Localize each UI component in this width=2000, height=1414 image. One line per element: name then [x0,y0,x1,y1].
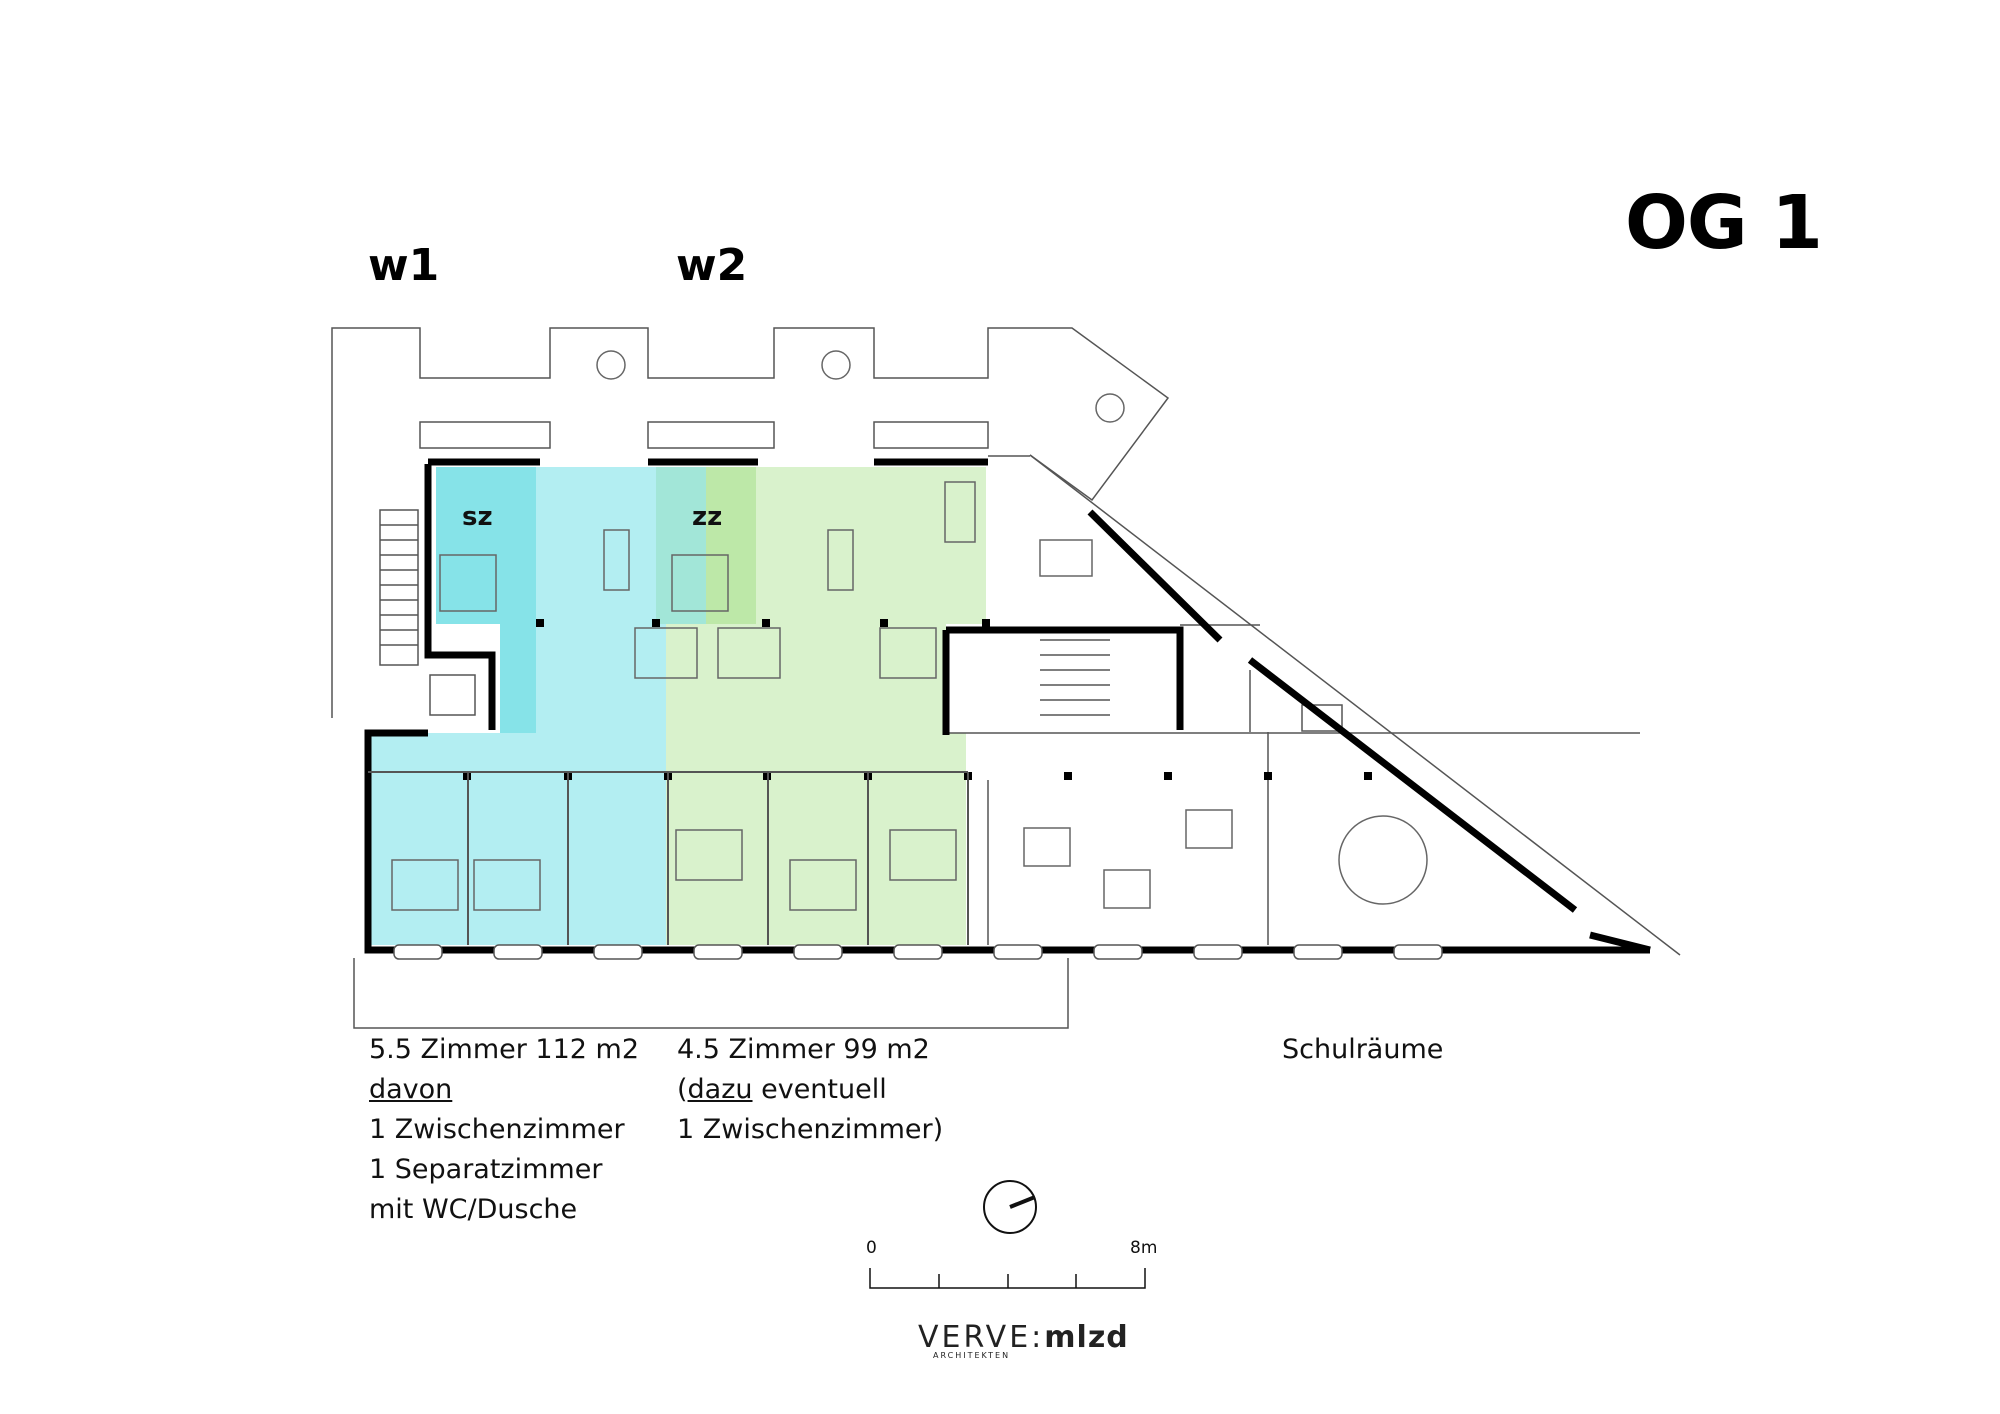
furniture [391,350,1428,911]
scale-bar [869,1268,1146,1289]
thin-outlines [331,327,1681,1029]
stair-treads [380,524,1110,716]
unit-description-w1: 5.5 Zimmer 112 m2 davon 1 Zwischenzimmer… [369,1030,639,1230]
desc-w2-dazu: dazu [687,1074,753,1105]
desc-w1-line3: 1 Zwischenzimmer [369,1114,625,1145]
partitions [368,771,969,945]
desc-w2-size: 4.5 Zimmer 99 m2 [677,1034,930,1065]
logo-subtitle: ARCHITEKTEN [933,1351,1011,1360]
unit-w2-zone [656,467,986,945]
scale-start-label: 0 [866,1238,877,1258]
school-description: Schulräume [1282,1034,1444,1065]
desc-w2-eventuell: eventuell [752,1074,887,1105]
unit-label-w2: w2 [676,240,748,291]
architect-logo: VERVE:mlzd [918,1320,1129,1355]
desc-w1-line4: 1 Separatzimmer [369,1154,603,1185]
desc-w2-line3: 1 Zwischenzimmer) [677,1114,944,1145]
desc-w1-davon: davon [369,1074,453,1105]
scale-end-label: 8m [1130,1238,1158,1258]
room-tag-zz: zz [692,502,723,532]
desc-w1-size: 5.5 Zimmer 112 m2 [369,1034,640,1065]
unit-w1-zone [368,467,666,945]
unit-description-w2: 4.5 Zimmer 99 m2 (dazu eventuell 1 Zwisc… [677,1030,943,1150]
unit-label-w1: w1 [368,240,440,291]
desc-w1-line5: mit WC/Dusche [369,1194,578,1225]
north-arrow [983,1180,1037,1234]
desc-w2-line2: (dazu eventuell [677,1070,943,1110]
desc-w2-open-paren: ( [677,1074,688,1105]
windows [393,944,1443,960]
logo-brand-bold: mlzd [1044,1320,1129,1355]
logo-brand: VERVE: [918,1320,1045,1355]
floor-title: OG 1 [1625,180,1823,266]
room-tag-sz: sz [462,502,493,532]
